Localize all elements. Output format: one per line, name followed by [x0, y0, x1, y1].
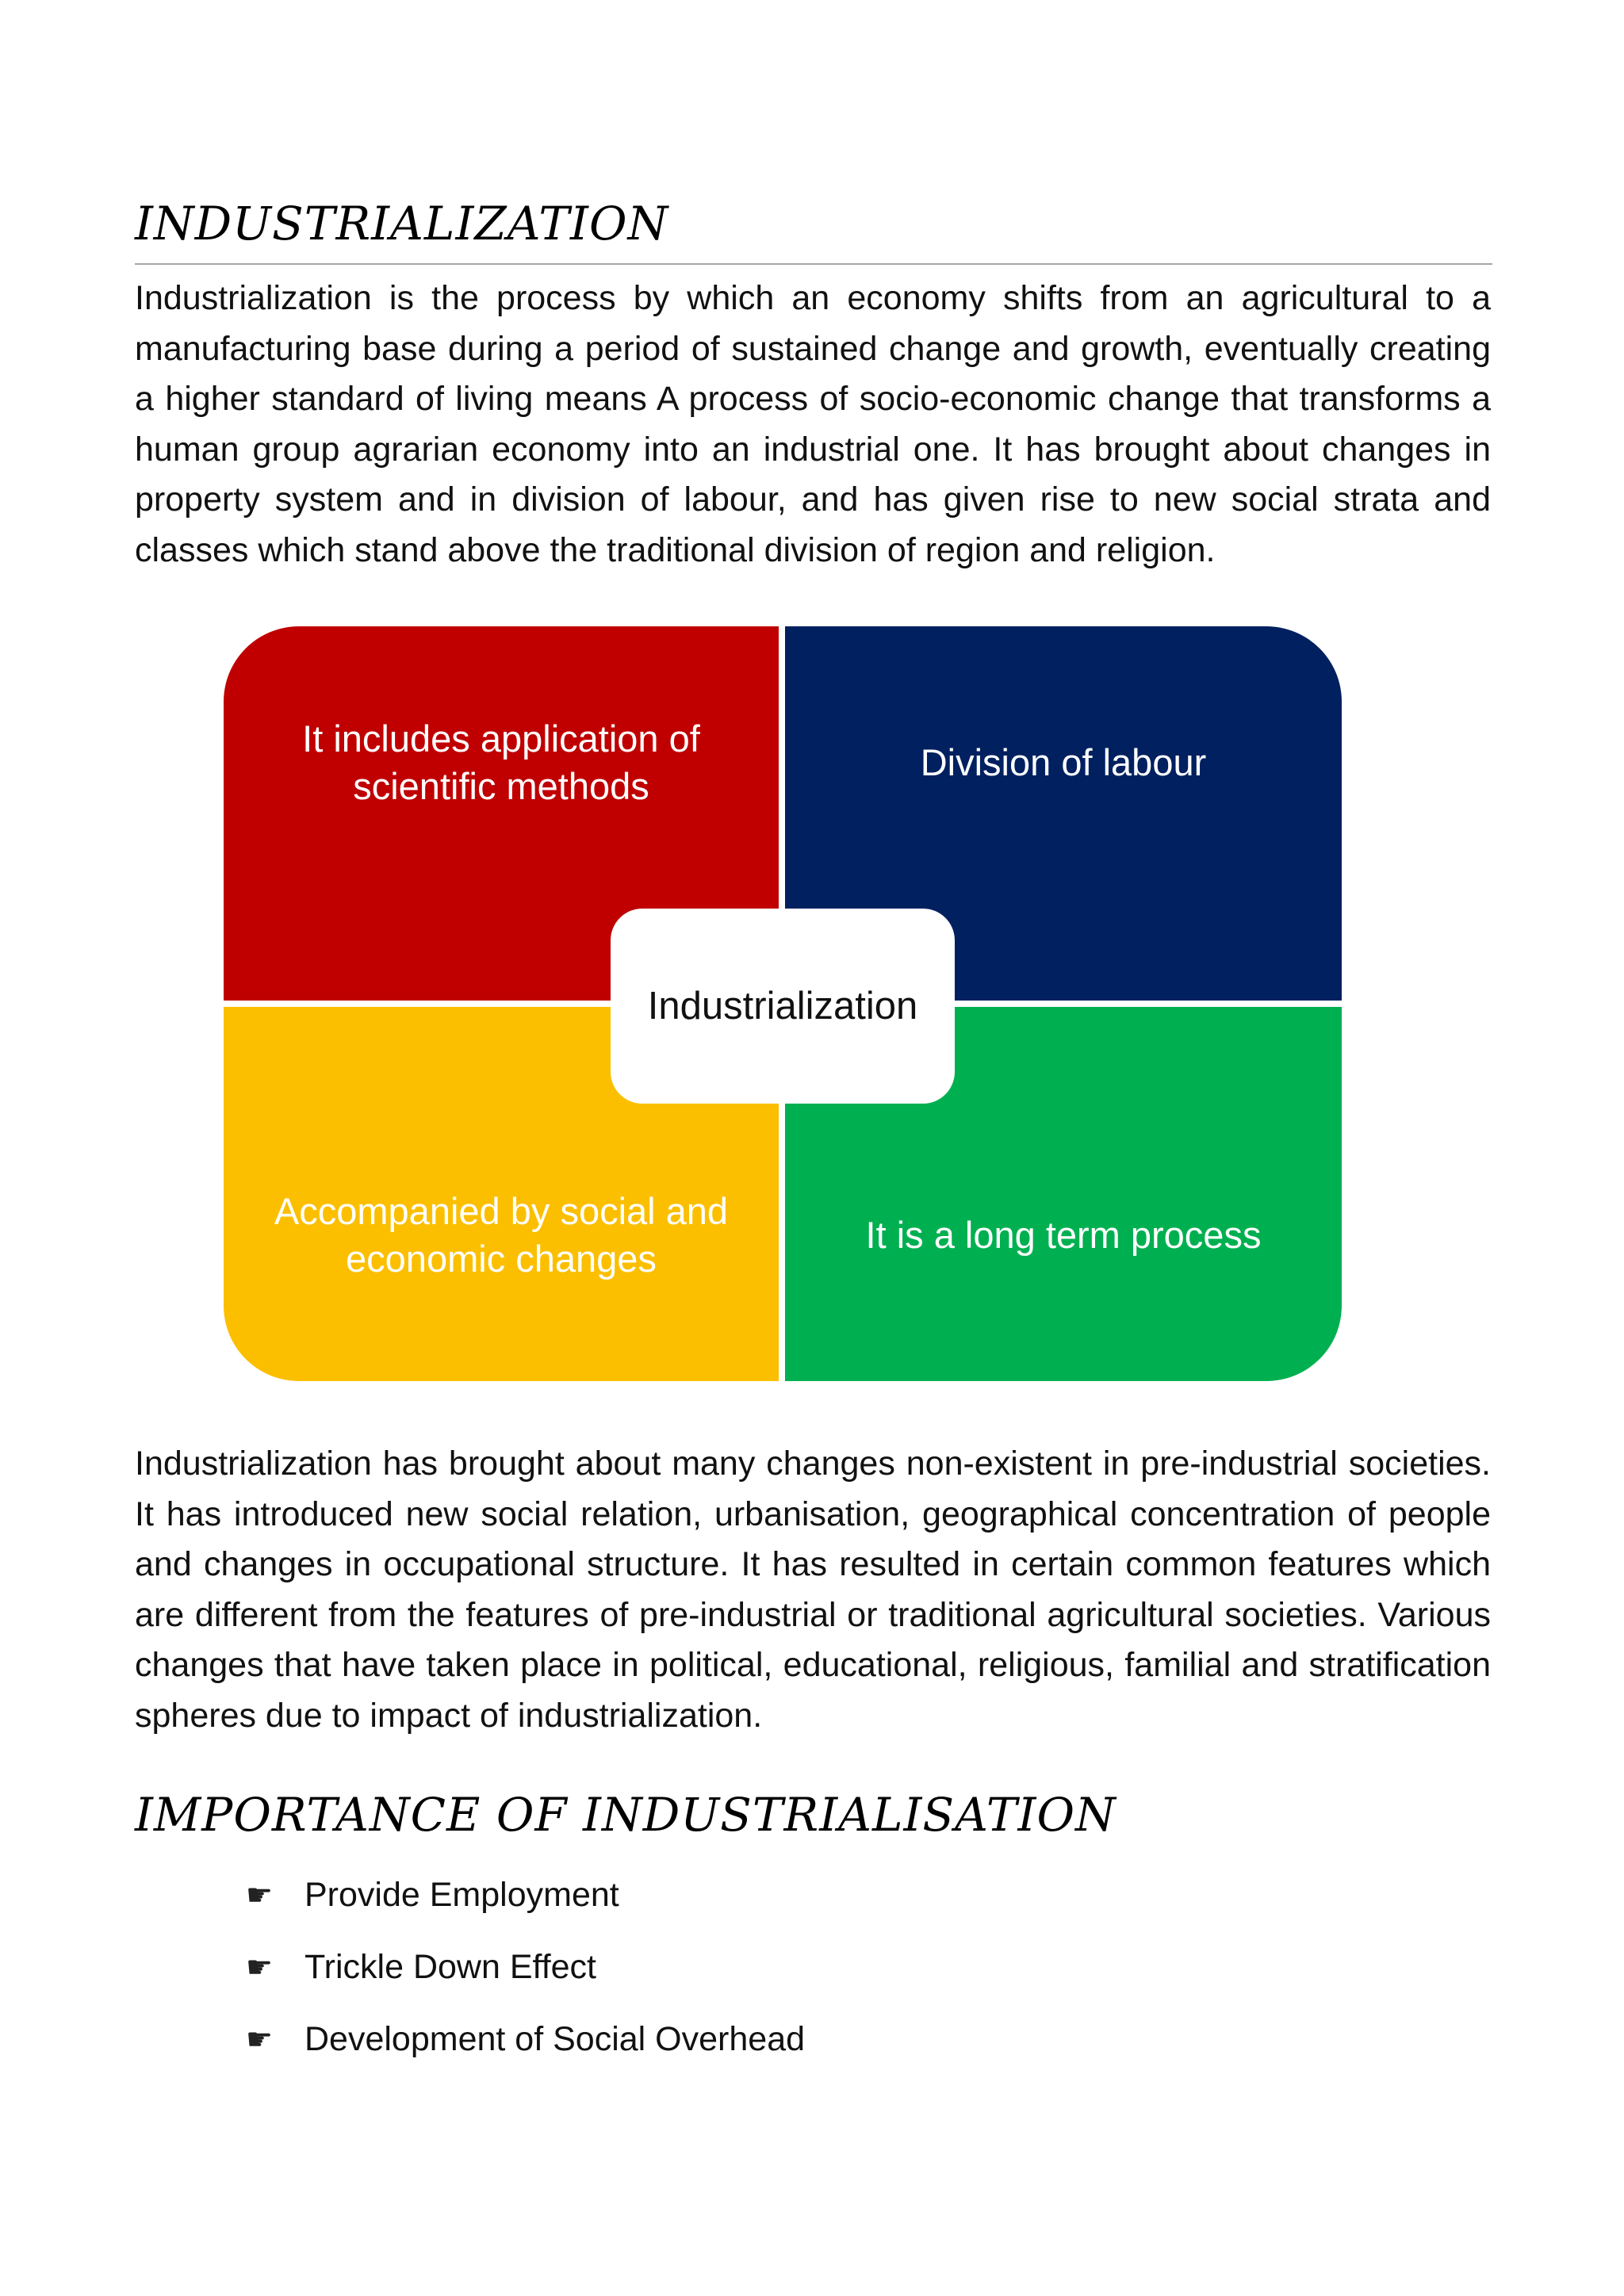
list-item: ☛ Development of Social Overhead — [246, 2015, 805, 2063]
list-item: ☛ Provide Employment — [246, 1871, 805, 1919]
industrialization-diagram: It includes application of scientific me… — [224, 626, 1342, 1381]
center-label-text: Industrialization — [647, 985, 918, 1027]
importance-list: ☛ Provide Employment ☛ Trickle Down Effe… — [246, 1871, 805, 2087]
section-title-industrialization: INDUSTRIALIZATION — [135, 197, 669, 251]
pointing-hand-icon: ☛ — [246, 2022, 274, 2057]
list-item-label: Trickle Down Effect — [304, 1947, 596, 1986]
title-underline-divider — [135, 263, 1492, 265]
impact-paragraph: Industrialization has brought about many… — [135, 1445, 1491, 1735]
quadrant-text-line: Accompanied by social and — [274, 1190, 729, 1232]
diagram-quadrant-social-economic-changes: Accompanied by social and economic chang… — [224, 1007, 779, 1381]
pointing-hand-icon: ☛ — [246, 1950, 274, 1984]
section-title-importance: IMPORTANCE OF INDUSTRIALISATION — [135, 1788, 1116, 1842]
diagram-center-label: Industrialization — [611, 909, 955, 1104]
quadrant-text-line: scientific methods — [353, 765, 649, 807]
diagram-quadrant-scientific-methods: It includes application of scientific me… — [224, 626, 779, 1001]
intro-paragraph: Industrialization is the process by whic… — [135, 279, 1491, 569]
quadrant-text-line: Division of labour — [920, 741, 1207, 783]
quadrant-text-line: It is a long term process — [865, 1214, 1262, 1256]
list-item-label: Provide Employment — [304, 1875, 619, 1914]
quadrant-text-line: economic changes — [346, 1238, 657, 1280]
list-item-label: Development of Social Overhead — [304, 2019, 806, 2058]
pointing-hand-icon: ☛ — [246, 1878, 274, 1912]
quadrant-text-line: It includes application of — [302, 718, 700, 760]
list-item: ☛ Trickle Down Effect — [246, 1943, 805, 1991]
